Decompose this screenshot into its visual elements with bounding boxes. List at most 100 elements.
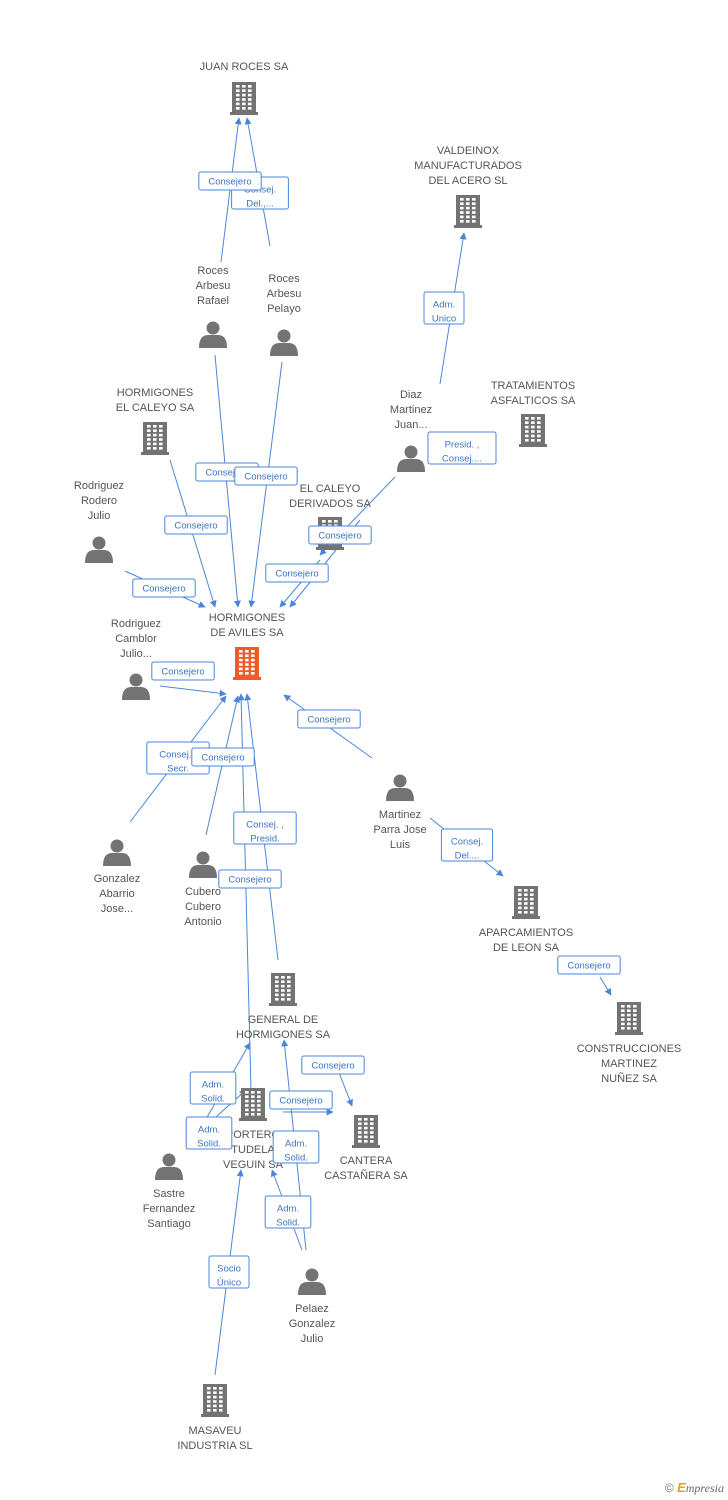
node-label-line: Rodero [81,495,117,507]
node-label-line: Rodriguez [111,618,161,630]
edge-label-e3[interactable]: Adm.Unico [423,291,465,325]
edge-label-text: Adm. [198,1125,220,1136]
node-label-line: Cubero [185,886,221,898]
node-label-line: Diaz [400,389,422,401]
node-label-line: NUÑEZ SA [601,1072,657,1085]
node-diaz_martinez[interactable]: DiazMartinezJuan... [390,389,432,472]
edge-label-e23[interactable]: Adm.Solid. [272,1130,320,1164]
footer-brand[interactable]: © Empresia [665,1480,724,1496]
person-icon [397,445,425,472]
edge-label-box [151,661,215,681]
node-label-line: Rodriguez [74,480,124,492]
node-label-line: JUAN ROCES SA [200,61,289,73]
node-label-line: Julio [88,510,111,522]
edge-label-text: Consejero [205,468,248,479]
edge-label-text: Socio [217,1264,241,1275]
edge-label-e21[interactable]: Consejero [269,1090,333,1110]
building-icon [512,886,540,919]
node-label-line: Abarrio [99,888,134,900]
building-icon [269,973,297,1006]
building-icon [201,1384,229,1417]
building-icon [230,82,258,115]
edge-label-e11[interactable]: Consejero [151,661,215,681]
edge-label-e16[interactable]: Consejero [218,869,282,889]
edge-line-e11 [159,685,227,697]
edge-label-text: Solid. [197,1139,221,1150]
edge-label-box [233,811,297,845]
edge-label-text: Solid. [284,1153,308,1164]
person-icon [270,329,298,356]
building-icon [519,414,547,447]
edge-label-text: Consejero [279,1096,322,1107]
edge-label-text: Solid. [276,1218,300,1229]
building-icon [239,1088,267,1121]
edge-label-e12[interactable]: Consejero [297,709,361,729]
edge-label-e14[interactable]: Consejero [191,747,255,767]
edge-label-text: Consejero [318,531,361,542]
edge-label-e19[interactable]: Consejero [301,1055,365,1075]
edge-label-e8[interactable]: Consejero [132,578,196,598]
edge-label-e18[interactable]: Consejero [557,955,621,975]
edge-label-e9[interactable]: Consejero [308,525,372,545]
edge-label-box [301,1055,365,1075]
node-label-line: DE LEON SA [493,942,560,954]
node-label-line: DERIVADOS SA [289,498,371,510]
node-label-line: Gonzalez [94,873,140,885]
node-label-line: Luis [390,839,411,851]
person-icon [386,774,414,801]
node-gonzalez_abarrio[interactable]: GonzalezAbarrioJose... [94,839,140,916]
person-icon [199,321,227,348]
edge-label-e10[interactable]: Consejero [265,563,329,583]
node-aparcamientos[interactable]: APARCAMIENTOS DE LEON SA [479,886,573,954]
edge-line-e18 [599,976,612,996]
person-icon [103,839,131,866]
node-label-line: HORMIGONES [117,387,193,399]
edge-label-e2[interactable]: Consejero [198,171,262,191]
edge-label-text: Secr. [167,764,189,775]
edge-label-e24[interactable]: Adm. Solid. [264,1195,312,1229]
node-label-line: Fernandez [143,1203,196,1215]
node-label-line: APARCAMIENTOS [479,927,573,939]
node-rodriguez_camblor[interactable]: RodriguezCamblorJulio... [111,618,161,700]
edge-label-e6[interactable]: Consejero [234,466,298,486]
edge-label-text: Consej. , [246,820,284,831]
node-label-line: Julio... [120,648,152,660]
edge-label-e7[interactable]: Consejero [164,515,228,535]
edge-label-box [208,1255,250,1289]
edge-label-text: Adm. [277,1204,299,1215]
node-juan_roces[interactable]: JUAN ROCES SA [200,61,289,115]
node-label-line: Arbesu [267,288,302,300]
node-label-line: Juan... [394,419,427,431]
node-label-line: Arbesu [196,280,231,292]
edge-label-e4[interactable]: Presid. ,Consej.... [427,431,497,465]
edge-label-box [423,291,465,325]
node-label-line: Pelaez [295,1303,329,1315]
building-icon [141,422,169,455]
edge-label-e22[interactable]: Adm. Solid. [185,1116,233,1150]
edge-label-e20[interactable]: Adm.Solid. [189,1071,237,1105]
edge-label-e17[interactable]: Consej.Del.... [440,828,494,862]
edge-label-text: Presid. [250,834,280,845]
node-label-line: CONSTRUCCIONES [577,1043,682,1055]
edge-label-text: Consejero [228,875,271,886]
edge-label-text: Adm. [202,1080,224,1091]
edge-label-e15[interactable]: Consej. , Presid. [233,811,297,845]
node-label-line: ASFALTICOS SA [491,395,576,407]
